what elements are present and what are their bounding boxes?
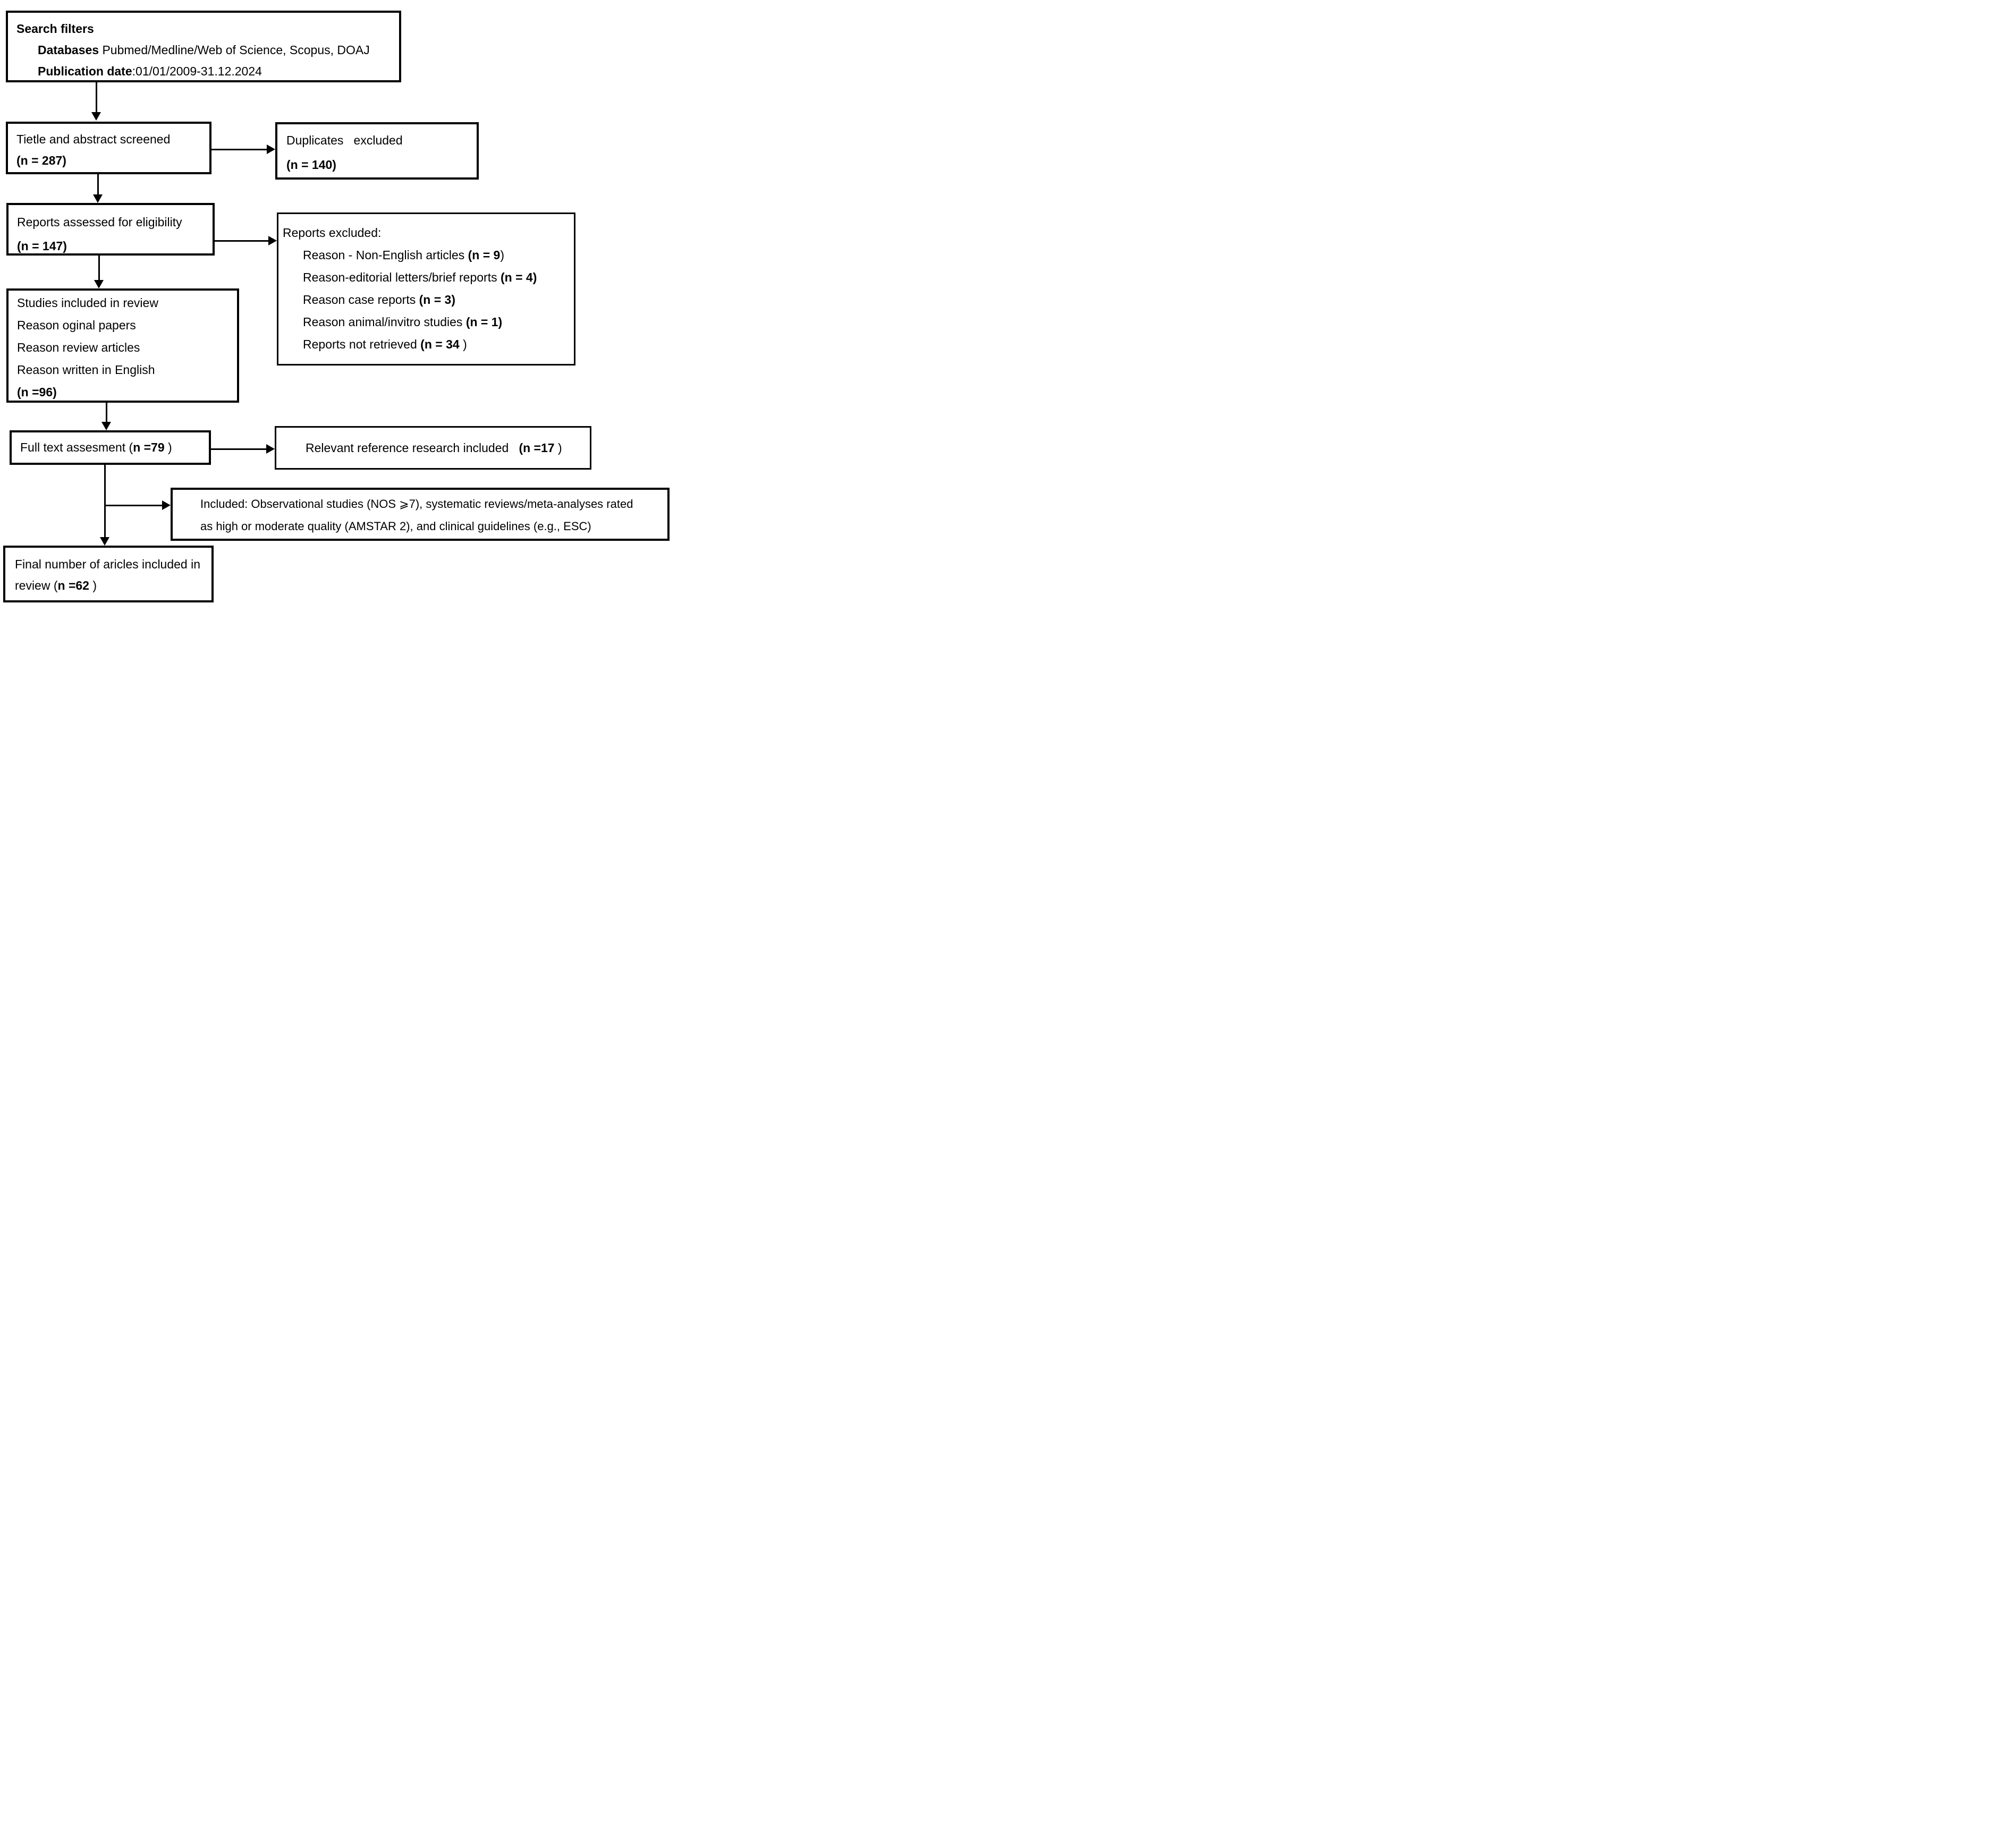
text-line: Relevant reference research included (n … [306,441,562,455]
text-line: Reason animal/invitro studies (n = 1) [303,311,574,333]
count-text: Databases [38,42,103,57]
arrow-line [97,174,99,194]
arrowhead-right-icon [266,444,275,454]
label-text: Duplicates excluded [286,133,403,147]
box-final-number: Final number of aricles included in revie… [3,546,214,602]
label-text: Reports excluded: [283,225,382,240]
text-line: Reason review articles [17,336,237,359]
count-text: (n = 1) [465,314,503,329]
count-text: (n = 34 [420,337,460,351]
label-text: Final number of aricles included in [15,557,201,571]
count-text: (n =17 [519,440,555,455]
label-text: ) [164,440,172,454]
box-inclusion-criteria: Included: Observational studies (NOS ⩾7)… [171,488,670,541]
arrowhead-right-icon [267,144,275,154]
text-line: as high or moderate quality (AMSTAR 2), … [200,515,667,538]
text-line: Tietle and abstract screened [16,129,209,150]
arrowhead-down-icon [100,537,109,546]
label-text: review ( [15,578,58,592]
arrow-line [104,465,106,537]
count-text: (n = 9 [468,248,501,262]
label-text: Reason-editorial letters/brief reports [303,270,501,284]
text-line: (n = 140) [286,152,477,177]
arrow-line [96,82,97,113]
box-reports-assessed: Reports assessed for eligibility (n = 147… [6,203,215,256]
arrow-line [105,505,162,506]
label-text: :01/01/2009-31.12.2024 [132,64,262,78]
text-line: Reason oginal papers [17,314,237,336]
box-reports-excluded: Reports excluded: Reason - Non-English ar… [277,212,575,366]
text-line: Publication date:01/01/2009-31.12.2024 [38,61,399,82]
count-text: (n = 147) [17,239,67,253]
arrowhead-down-icon [91,112,101,121]
label-text: Full text assesment ( [20,440,133,454]
label-text: ) [554,440,562,455]
arrowhead-down-icon [94,280,104,288]
count-text: n =62 [57,578,89,592]
box-title-abstract-screened: Tietle and abstract screened (n = 287) [6,122,211,174]
text-line: (n = 147) [17,234,213,258]
count-text: (n =96) [17,385,57,399]
arrowhead-down-icon [101,422,111,430]
label-text: as high or moderate quality (AMSTAR 2), … [200,520,591,533]
text-line: Reports excluded: [283,222,574,244]
count-text: n =79 [133,440,165,454]
text-line: Search filters [16,18,399,39]
label-text: ) [500,248,505,262]
label-text: Reason oginal papers [17,318,136,332]
text-line: Databases Pubmed/Medline/Web of Science,… [38,39,399,61]
label-text: Reason - Non-English articles [303,248,468,262]
count-text: (n = 140) [286,157,336,172]
count-text: (n = 4) [501,270,537,284]
text-line: Reports assessed for eligibility [17,210,213,234]
count-text: (n = 3) [419,292,455,307]
text-line: Reason-editorial letters/brief reports (… [303,266,574,288]
box-duplicates-excluded: Duplicates excluded (n = 140) [275,122,479,180]
count-text: (n = 287) [16,153,66,167]
count-text: Publication date [38,64,132,78]
text-line: Reason - Non-English articles (n = 9) [303,244,574,266]
label-text: Reports assessed for eligibility [17,215,182,229]
label-text: Reason review articles [17,340,140,354]
text-line: Full text assesment (n =79 ) [20,440,172,455]
text-line: review (n =62 ) [15,575,211,596]
text-line: (n = 287) [16,150,209,171]
arrow-line [211,448,266,450]
label-text: Relevant reference research included [306,440,519,455]
text-line: Studies included in review [17,292,237,314]
label-text: Reason animal/invitro studies [303,314,466,329]
label-text: Tietle and abstract screened [16,132,171,146]
arrow-line [215,240,268,242]
arrow-line [211,149,267,150]
label-text: Reason written in English [17,362,155,377]
text-line: Duplicates excluded [286,128,477,152]
text-line: Included: Observational studies (NOS ⩾7)… [200,493,667,515]
arrowhead-down-icon [93,194,103,203]
label-text: Studies included in review [17,295,158,310]
arrowhead-right-icon [268,236,277,245]
label-text: ) [89,578,97,592]
text-line: Reason case reports (n = 3) [303,288,574,311]
label-text: ) [459,337,467,351]
box-relevant-reference-included: Relevant reference research included (n … [275,426,591,470]
text-line: Final number of aricles included in [15,554,211,575]
label-text: Reports not retrieved [303,337,421,351]
text-line: (n =96) [17,381,237,403]
label-text: Pubmed/Medline/Web of Science, Scopus, D… [102,42,370,57]
arrowhead-right-icon [162,500,171,510]
text-line: Reports not retrieved (n = 34 ) [303,333,574,355]
box-full-text-assessment: Full text assesment (n =79 ) [10,430,211,465]
label-text: Included: Observational studies (NOS ⩾7)… [200,497,633,511]
arrow-line [106,403,107,422]
arrow-line [98,256,100,280]
label-text: Reason case reports [303,292,419,307]
count-text: Search filters [16,21,94,36]
text-line: Reason written in English [17,359,237,381]
